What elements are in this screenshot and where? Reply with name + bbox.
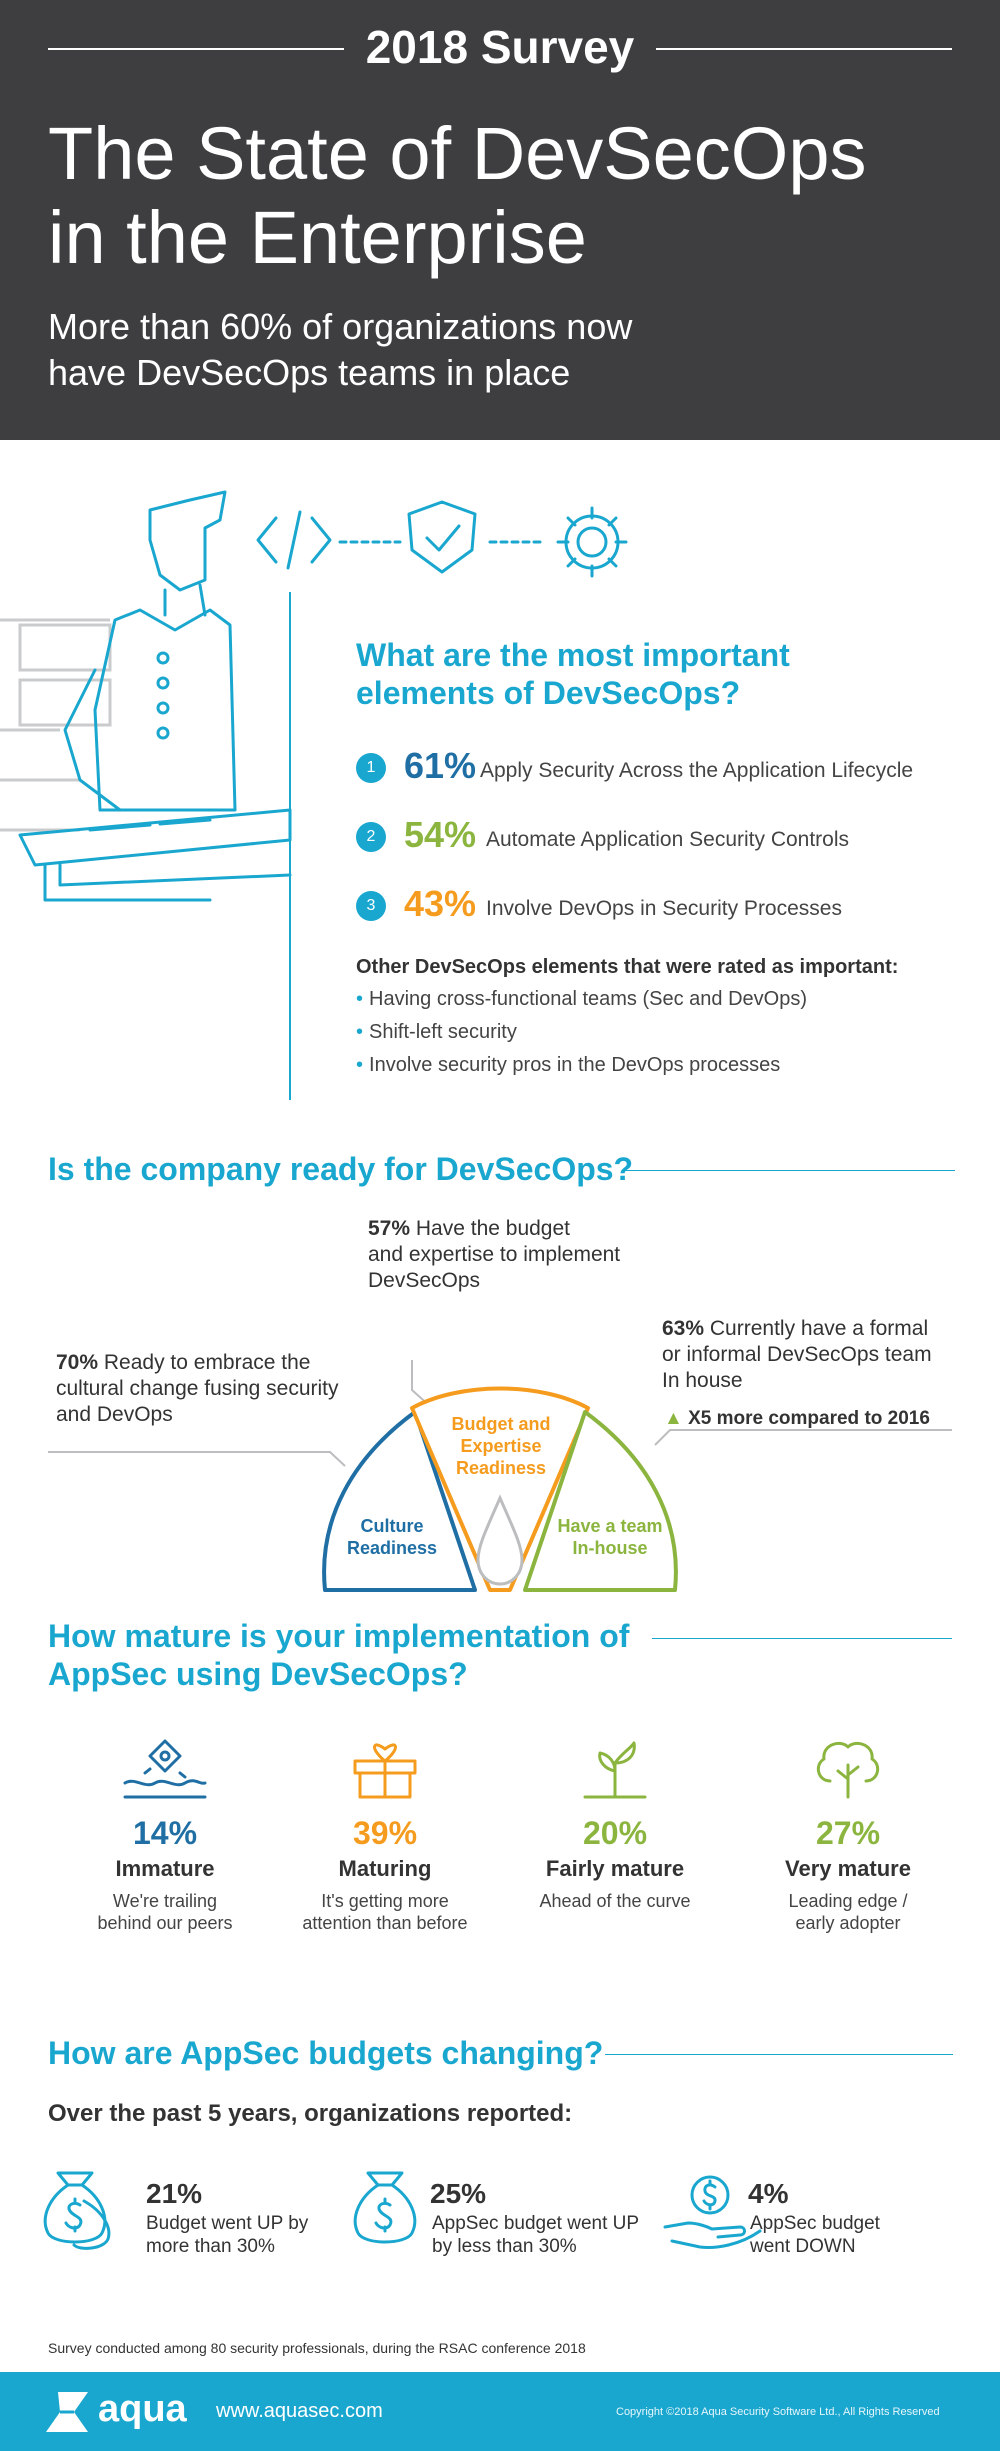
culture-gauge-segment	[322, 1410, 477, 1592]
svg-text:Readiness: Readiness	[347, 1538, 437, 1558]
developer-illustration	[0, 490, 628, 1100]
budgets-heading: How are AppSec budgets changing?	[48, 2035, 604, 2071]
element-label-1: Apply Security Across the Application Li…	[480, 759, 914, 782]
team-readiness-note: 63% Currently have a formal or informal …	[662, 1317, 932, 1392]
maturity-very-mature: 27% Very mature Leading edge /early adop…	[738, 1815, 958, 1934]
up-arrow-icon: ▲	[664, 1408, 683, 1429]
rank-badge-2: 2	[356, 822, 386, 852]
footer-bar: aqua www.aquasec.com Copyright ©2018 Aqu…	[0, 2372, 1000, 2451]
budgets-subheading: Over the past 5 years, organizations rep…	[48, 2100, 573, 2127]
header-rule-right	[656, 48, 952, 50]
budget-readiness-note: 57% Have the budget and expertise to imp…	[368, 1217, 621, 1292]
svg-text:Budget and: Budget and	[452, 1414, 551, 1434]
brand-name: aqua	[98, 2388, 187, 2430]
budget-pct-2: 25%	[430, 2178, 487, 2209]
elements-heading: What are the most important elements of …	[356, 637, 790, 711]
code-shield-gear-icons	[256, 500, 628, 578]
readiness-rule	[625, 1170, 955, 1171]
other-element-3: Involve security pros in the DevOps proc…	[356, 1054, 780, 1077]
maturity-label: Fairly mature	[545, 1856, 685, 1881]
maturity-pct: 20%	[582, 1815, 648, 1851]
page-subtitle: More than 60% of organizations now have …	[48, 306, 633, 393]
maturity-label: Very mature	[785, 1856, 911, 1881]
sprout-icon	[583, 1741, 647, 1799]
maturity-heading: How mature is your implementation of App…	[48, 1618, 630, 1692]
survey-tag: 2018 Survey	[365, 21, 635, 73]
other-element-1: Having cross-functional teams (Sec and D…	[356, 988, 807, 1011]
culture-readiness-note: 70% Ready to embrace the cultural change…	[56, 1351, 339, 1426]
maturity-fairly-mature: 20% Fairly mature Ahead of the curve	[505, 1815, 725, 1912]
team-growth-note: ▲ X5 more compared to 2016	[664, 1408, 930, 1429]
maturity-label: Maturing	[338, 1856, 432, 1881]
element-label-3: Involve DevOps in Security Processes	[486, 897, 842, 920]
maturity-pct: 39%	[352, 1815, 418, 1851]
svg-text:Readiness: Readiness	[456, 1458, 546, 1478]
maturity-label: Immature	[115, 1856, 215, 1881]
coin-hand-icon	[663, 2175, 762, 2249]
footer-copyright: Copyright ©2018 Aqua Security Software L…	[616, 2406, 940, 2418]
element-label-2: Automate Application Security Controls	[486, 828, 850, 851]
tree-icon	[816, 1742, 880, 1799]
maturity-rule	[652, 1638, 952, 1639]
maturity-desc: Ahead of the curve	[539, 1891, 691, 1911]
header-rule-left	[48, 48, 344, 50]
team-gauge-segment	[523, 1410, 678, 1592]
budget-pct-3: 4%	[748, 2178, 789, 2209]
rank-badge-1: 1	[356, 753, 386, 783]
maturity-pct: 27%	[815, 1815, 881, 1851]
readiness-gauge: Culture Readiness Budget and Expertise R…	[48, 1360, 952, 1592]
sinking-diamond-icon	[123, 1739, 207, 1799]
money-bags-icon	[43, 2171, 111, 2250]
aqua-logo-icon	[46, 2392, 88, 2432]
other-elements-heading: Other DevSecOps elements that were rated…	[356, 956, 899, 978]
maturity-pct: 14%	[132, 1815, 198, 1851]
budget-gauge-segment	[410, 1386, 590, 1592]
element-pct-1: 61%	[404, 745, 477, 786]
readiness-heading: Is the company ready for DevSecOps?	[48, 1151, 634, 1187]
rank-badge-3: 3	[356, 891, 386, 921]
element-pct-2: 54%	[404, 814, 477, 855]
element-pct-3: 43%	[404, 883, 477, 924]
svg-text:Have a team: Have a team	[557, 1516, 662, 1536]
maturity-desc: Leading edge /early adopter	[788, 1891, 908, 1933]
page-title: The State of DevSecOps in the Enterprise	[48, 112, 867, 279]
header-banner: 2018 Survey The State of DevSecOps in th…	[0, 0, 1000, 440]
svg-text:Expertise: Expertise	[460, 1436, 541, 1456]
svg-text:In-house: In-house	[573, 1538, 648, 1558]
budgets-rule	[605, 2054, 953, 2055]
budget-icons	[43, 2171, 762, 2250]
money-bag-icon	[353, 2171, 417, 2244]
gift-box-icon	[353, 1743, 417, 1799]
gauge-needle-drop	[476, 1494, 524, 1586]
budget-pct-1: 21%	[146, 2178, 203, 2209]
maturity-icons	[123, 1739, 880, 1799]
other-element-2: Shift-left security	[356, 1021, 517, 1044]
survey-note: Survey conducted among 80 security profe…	[48, 2340, 586, 2356]
footer-url-link[interactable]: www.aquasec.com	[216, 2400, 383, 2422]
svg-text:Culture: Culture	[361, 1516, 424, 1536]
